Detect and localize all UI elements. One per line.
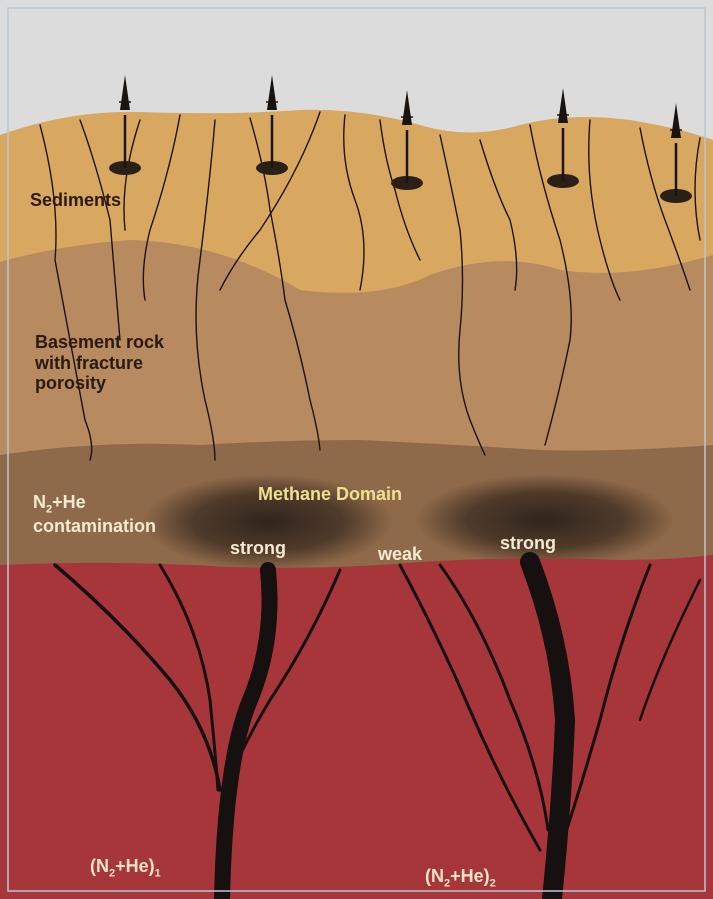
weak-text: weak (378, 544, 422, 564)
weak-label: weak (378, 544, 422, 565)
strong-right-text: strong (500, 533, 556, 553)
basement-label-line3: porosity (35, 373, 164, 394)
deep-crust-layer (0, 555, 713, 899)
methane-domain-label: Methane Domain (258, 484, 402, 505)
contam-he: +He (52, 492, 86, 512)
gas1-he: +He) (115, 856, 155, 876)
gas1-open: (N (90, 856, 109, 876)
gas1-index: 1 (155, 868, 161, 880)
strong-left-text: strong (230, 538, 286, 558)
methane-domain-text: Methane Domain (258, 484, 402, 504)
contamination-label-line1: N2+He (33, 492, 156, 516)
strong-left-label: strong (230, 538, 286, 559)
gas2-index: 2 (490, 878, 496, 890)
basement-rock-label: Basement rock with fracture porosity (35, 332, 164, 394)
strong-right-label: strong (500, 533, 556, 554)
basement-label-line2: with fracture (35, 353, 164, 374)
sediments-label: Sediments (30, 190, 121, 211)
gas-source-1-label: (N2+He)1 (90, 856, 161, 880)
gas2-he: +He) (450, 866, 490, 886)
contamination-label: N2+He contamination (33, 492, 156, 537)
contamination-label-line2: contamination (33, 516, 156, 537)
contam-n: N (33, 492, 46, 512)
gas-source-2-label: (N2+He)2 (425, 866, 496, 890)
gas2-open: (N (425, 866, 444, 886)
basement-label-line1: Basement rock (35, 332, 164, 353)
sediments-label-text: Sediments (30, 190, 121, 210)
